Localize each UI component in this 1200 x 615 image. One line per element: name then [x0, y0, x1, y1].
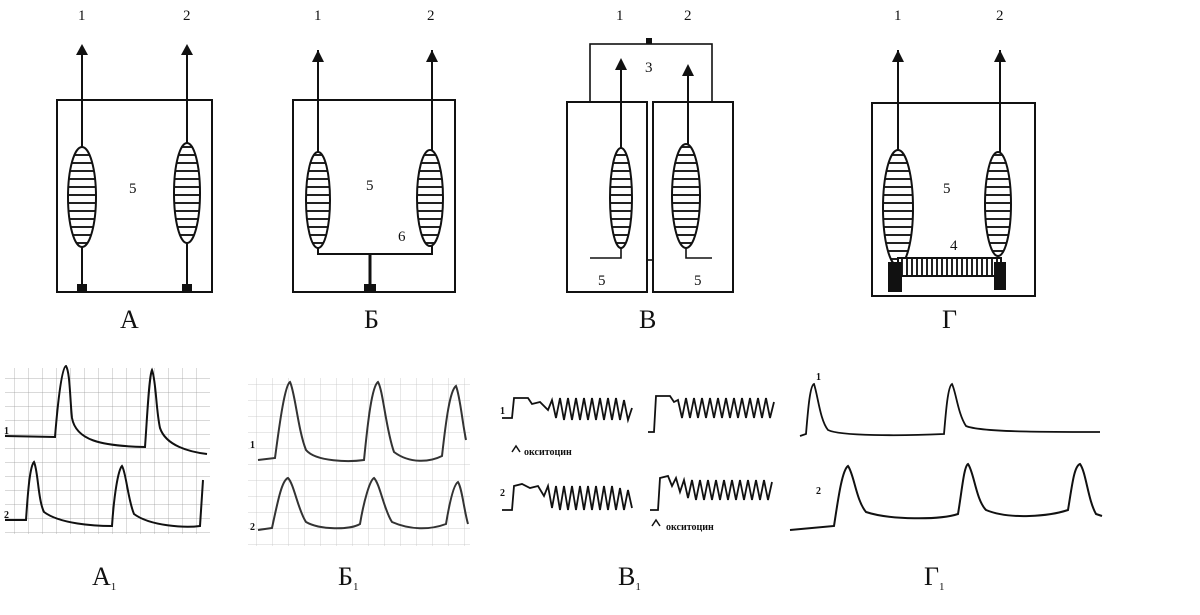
trace-a1-1	[4, 364, 208, 455]
trace-label-v1-1: 1	[500, 406, 505, 417]
chart-paper-a1	[5, 368, 210, 534]
muscle-strip-a2	[173, 142, 201, 244]
trace-v1-1-right	[648, 395, 775, 433]
trace-g1-2	[789, 462, 1103, 531]
trace-label-v1-2: 2	[500, 488, 505, 499]
panel-caption-a: А	[120, 305, 139, 334]
muscle-strip-g1	[882, 149, 914, 267]
trace-a1-2	[5, 460, 204, 528]
panel-caption-b: Б	[364, 305, 379, 334]
thread-label-a2: 2	[183, 8, 191, 24]
chamber-label-v1: 5	[598, 273, 606, 289]
panel-a: 1 2 5 А	[56, 8, 213, 334]
thread-label-b1: 1	[314, 8, 322, 24]
bridge-label-g: 4	[950, 238, 958, 254]
chamber-label-v2: 5	[694, 273, 702, 289]
thread-label-b2: 2	[427, 8, 435, 24]
trace-g1-1	[799, 382, 1101, 437]
oxytocin-annotation-2: окситоцин	[666, 522, 714, 533]
oxytocin-annotation-1: окситоцин	[524, 447, 572, 458]
chart-paper-b1	[248, 378, 470, 546]
panel-g: 1 2 5 4 Г	[871, 8, 1036, 334]
organ-bath-v-left	[566, 101, 648, 293]
chamber-label-a: 5	[129, 181, 137, 197]
trace-label-g1-1: 1	[816, 372, 821, 383]
panel-v: 1 2 3 5 5 В	[566, 8, 734, 334]
chamber-label-b: 5	[366, 178, 374, 194]
muscle-strip-v2	[671, 143, 701, 249]
thread-label-g1: 1	[894, 8, 902, 24]
recording-caption-v1: В1	[618, 562, 641, 593]
trace-v1-1-left	[502, 396, 633, 424]
trace-v1-2-left	[502, 482, 633, 511]
recording-b1: 1 2 Б1	[248, 378, 470, 593]
trace-label-b1-2: 2	[250, 522, 255, 533]
thread-label-g2: 2	[996, 8, 1004, 24]
chamber-label-g: 5	[943, 181, 951, 197]
trace-label-a1-2: 2	[4, 510, 9, 521]
muscle-strip-g2	[984, 151, 1012, 257]
trace-label-g1-2: 2	[816, 486, 821, 497]
trace-v1-2-right	[650, 474, 773, 511]
thread-label-v2: 2	[684, 8, 692, 24]
trace-label-b1-1: 1	[250, 440, 255, 451]
top-label-v: 3	[645, 60, 653, 76]
recording-caption-g1: Г1	[924, 562, 945, 593]
muscle-strip-v1	[609, 147, 633, 249]
panel-b: 1 2 5 6 Б	[292, 8, 456, 334]
recording-a1: 1 2 А1	[4, 364, 210, 593]
trace-label-a1-1: 1	[4, 426, 9, 437]
thread-label-a1: 1	[78, 8, 86, 24]
trace-b1-1	[257, 380, 467, 462]
recording-g1: 1 2 Г1	[789, 372, 1103, 593]
thread-label-v1: 1	[616, 8, 624, 24]
trace-b1-2	[257, 476, 469, 531]
connector-label-b: 6	[398, 229, 406, 245]
recording-v1: 1 2 окситоцин окситоцин В1	[500, 395, 775, 593]
panel-caption-v: В	[639, 305, 656, 334]
recording-caption-b1: Б1	[338, 562, 358, 593]
tissue-bridge-g	[897, 257, 1002, 277]
muscle-strip-a1	[67, 146, 97, 248]
recording-caption-a1: А1	[92, 562, 116, 593]
connector-b	[317, 246, 433, 255]
muscle-strip-b1	[305, 151, 331, 249]
panel-caption-g: Г	[942, 305, 957, 334]
muscle-strip-b2	[416, 149, 444, 247]
